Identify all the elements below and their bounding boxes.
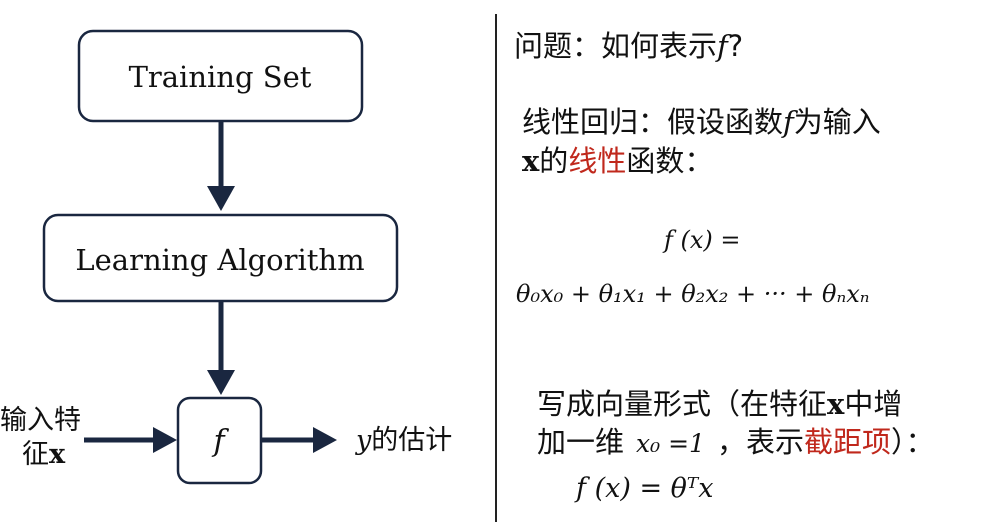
question-line: 问题：如何表示f? bbox=[514, 29, 744, 63]
linear-highlight: 线性 bbox=[568, 144, 627, 178]
arrow-head-training-to-learning bbox=[207, 186, 235, 211]
learning-algorithm-label: Learning Algorithm bbox=[75, 243, 364, 277]
panel-divider bbox=[495, 14, 497, 522]
training-set-label: Training Set bbox=[129, 60, 312, 94]
x0-equation: x₀ =1 bbox=[636, 429, 705, 458]
flow-diagram: Training Set Learning Algorithm f bbox=[42, 29, 399, 485]
input-features-var: x bbox=[49, 439, 66, 470]
vector-form-line1: 写成向量形式（在特征x中增 bbox=[537, 387, 903, 421]
linreg-line2: x的线性函数： bbox=[522, 144, 714, 178]
formula-rhs: θ₀x₀ + θ₁x₁ + θ₂x₂ + ··· + θₙxₙ bbox=[516, 280, 870, 308]
intercept-highlight: 截距项 bbox=[803, 425, 891, 459]
input-features-line1: 输入特 bbox=[0, 405, 81, 436]
arrow-head-input-to-f bbox=[153, 427, 177, 453]
arrow-head-learning-to-f bbox=[207, 370, 235, 395]
input-features-line2: 征x bbox=[22, 439, 66, 470]
linreg-line1: 线性回归：假设函数f为输入 bbox=[522, 105, 881, 139]
vector-formula: f (x) = θᵀx bbox=[576, 473, 714, 504]
input-features-label: 输入特 征x bbox=[0, 404, 81, 472]
output-var: y bbox=[356, 425, 372, 456]
formula-lhs: f (x) = bbox=[664, 226, 741, 254]
output-estimate-label: y的估计 bbox=[356, 425, 453, 456]
arrow-head-f-to-output bbox=[313, 427, 337, 453]
